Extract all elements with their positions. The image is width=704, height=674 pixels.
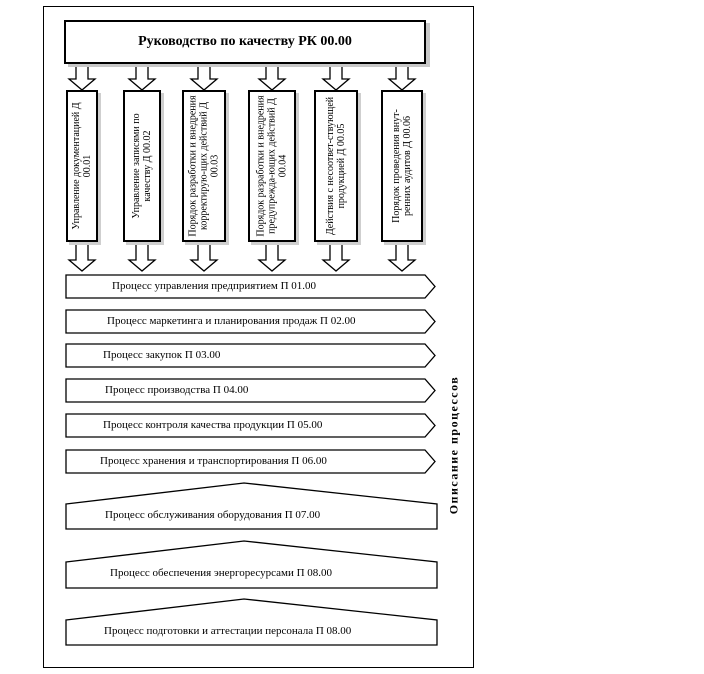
document-label: Порядок разработки и внедрения предупреж…: [255, 95, 289, 237]
down-arrow-2: [127, 63, 157, 91]
process-label-8: Процесс обеспечения энергоресурсами П 08…: [110, 567, 333, 579]
process-shape-9: [65, 598, 438, 646]
process-description-label: Описание процессов: [446, 375, 461, 515]
down-arrow-5: [321, 63, 351, 91]
process-shape-2: [65, 309, 436, 334]
process-label-2: Процесс маркетинга и планирования продаж…: [107, 315, 356, 327]
document-box-6: Порядок проведения внут-ренних аудитов Д…: [381, 90, 423, 242]
process-shape-7: [65, 482, 438, 530]
process-label-1: Процесс управления предприятием П 01.00: [112, 280, 317, 292]
document-box-3: Порядок разработки и внедрения корректир…: [182, 90, 226, 242]
down-arrow-1: [67, 63, 97, 91]
process-shape-5: [65, 413, 436, 438]
process-label-7: Процесс обслуживания оборудования П 07.0…: [105, 509, 321, 521]
quality-manual-box: Руководство по качеству РК 00.00: [64, 20, 426, 64]
quality-manual-title: Руководство по качеству РК 00.00: [138, 34, 352, 49]
document-box-4: Порядок разработки и внедрения предупреж…: [248, 90, 296, 242]
document-label: Управление записями по качеству Д 00.02: [131, 113, 153, 219]
down-arrow-lower-5: [321, 241, 351, 272]
document-label: Действия с несоответ-ствующей продукцией…: [325, 96, 347, 236]
process-label-9: Процесс подготовки и аттестации персонал…: [104, 625, 352, 637]
down-arrow-lower-2: [127, 241, 157, 272]
process-shape-8: [65, 540, 438, 589]
document-box-2: Управление записями по качеству Д 00.02: [123, 90, 161, 242]
document-label: Порядок проведения внут-ренних аудитов Д…: [391, 109, 413, 223]
document-box-5: Действия с несоответ-ствующей продукцией…: [314, 90, 358, 242]
down-arrow-4: [257, 63, 287, 91]
document-label: Управление документацией Д 00.01: [71, 102, 93, 230]
process-label-4: Процесс производства П 04.00: [105, 384, 249, 396]
document-box-1: Управление документацией Д 00.01: [66, 90, 98, 242]
process-shape-6: [65, 449, 436, 474]
process-label-5: Процесс контроля качества продукции П 05…: [103, 419, 323, 431]
down-arrow-lower-1: [67, 241, 97, 272]
process-shape-1: [65, 274, 436, 299]
document-label: Порядок разработки и внедрения корректир…: [187, 95, 221, 237]
down-arrow-lower-3: [189, 241, 219, 272]
process-shape-4: [65, 378, 436, 403]
document-frame: [43, 6, 474, 668]
process-shape-3: [65, 343, 436, 368]
down-arrow-3: [189, 63, 219, 91]
down-arrow-lower-4: [257, 241, 287, 272]
down-arrow-6: [387, 63, 417, 91]
down-arrow-lower-6: [387, 241, 417, 272]
process-label-3: Процесс закупок П 03.00: [103, 349, 221, 361]
process-label-6: Процесс хранения и транспортирования П 0…: [100, 455, 327, 467]
